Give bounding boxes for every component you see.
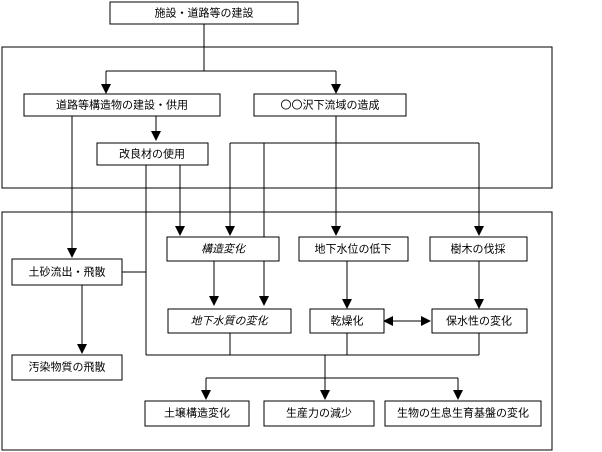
svg-text:乾燥化: 乾燥化: [331, 314, 364, 328]
svg-text:生産力の減少: 生産力の減少: [286, 406, 352, 420]
node-subsurface-quality-change: 地下水質の変化: [167, 308, 292, 334]
svg-text:土砂流出・飛散: 土砂流出・飛散: [29, 265, 106, 279]
node-tree-felling: 樹木の伐採: [429, 236, 528, 262]
node-water-retention-change: 保水性の変化: [431, 308, 528, 334]
connectors: [67, 24, 484, 400]
node-habitat-change: 生物の生息生育基盤の変化: [384, 400, 542, 427]
node-soil-structure-change: 土壌構造変化: [144, 400, 250, 427]
svg-text:生物の生息生育基盤の変化: 生物の生息生育基盤の変化: [397, 406, 529, 420]
node-groundwater-drop: 地下水位の低下: [298, 236, 409, 262]
svg-text:地下水質の変化: 地下水質の変化: [191, 315, 270, 328]
svg-text:地下水位の低下: 地下水位の低下: [315, 242, 392, 256]
svg-text:汚染物質の飛散: 汚染物質の飛散: [29, 360, 106, 374]
svg-text:〇〇沢下流域の造成: 〇〇沢下流域の造成: [281, 98, 380, 112]
svg-text:保水性の変化: 保水性の変化: [446, 314, 512, 328]
upper-group-frame: [1, 46, 553, 189]
svg-text:土壌構造変化: 土壌構造変化: [164, 406, 230, 420]
lower-group-frame: [1, 211, 553, 451]
node-road-structures: 道路等構造物の建設・供用: [23, 93, 221, 117]
node-structure-change: 構造変化: [166, 236, 280, 262]
node-productivity-decrease: 生産力の減少: [263, 400, 375, 427]
node-soil-runoff: 土砂流出・飛散: [11, 258, 123, 286]
node-construction: 施設・道路等の建設: [109, 1, 299, 25]
node-drying: 乾燥化: [309, 308, 385, 334]
svg-text:樹木の伐採: 樹木の伐採: [451, 242, 506, 256]
svg-text:施設・道路等の建設: 施設・道路等の建設: [155, 6, 254, 20]
node-improvement-material: 改良材の使用: [96, 142, 209, 166]
node-valley-creation: 〇〇沢下流域の造成: [253, 93, 407, 117]
node-pollutant-scatter: 汚染物質の飛散: [11, 354, 123, 381]
svg-text:道路等構造物の建設・供用: 道路等構造物の建設・供用: [56, 98, 188, 112]
svg-text:改良材の使用: 改良材の使用: [119, 147, 185, 161]
svg-text:構造変化: 構造変化: [201, 243, 247, 256]
